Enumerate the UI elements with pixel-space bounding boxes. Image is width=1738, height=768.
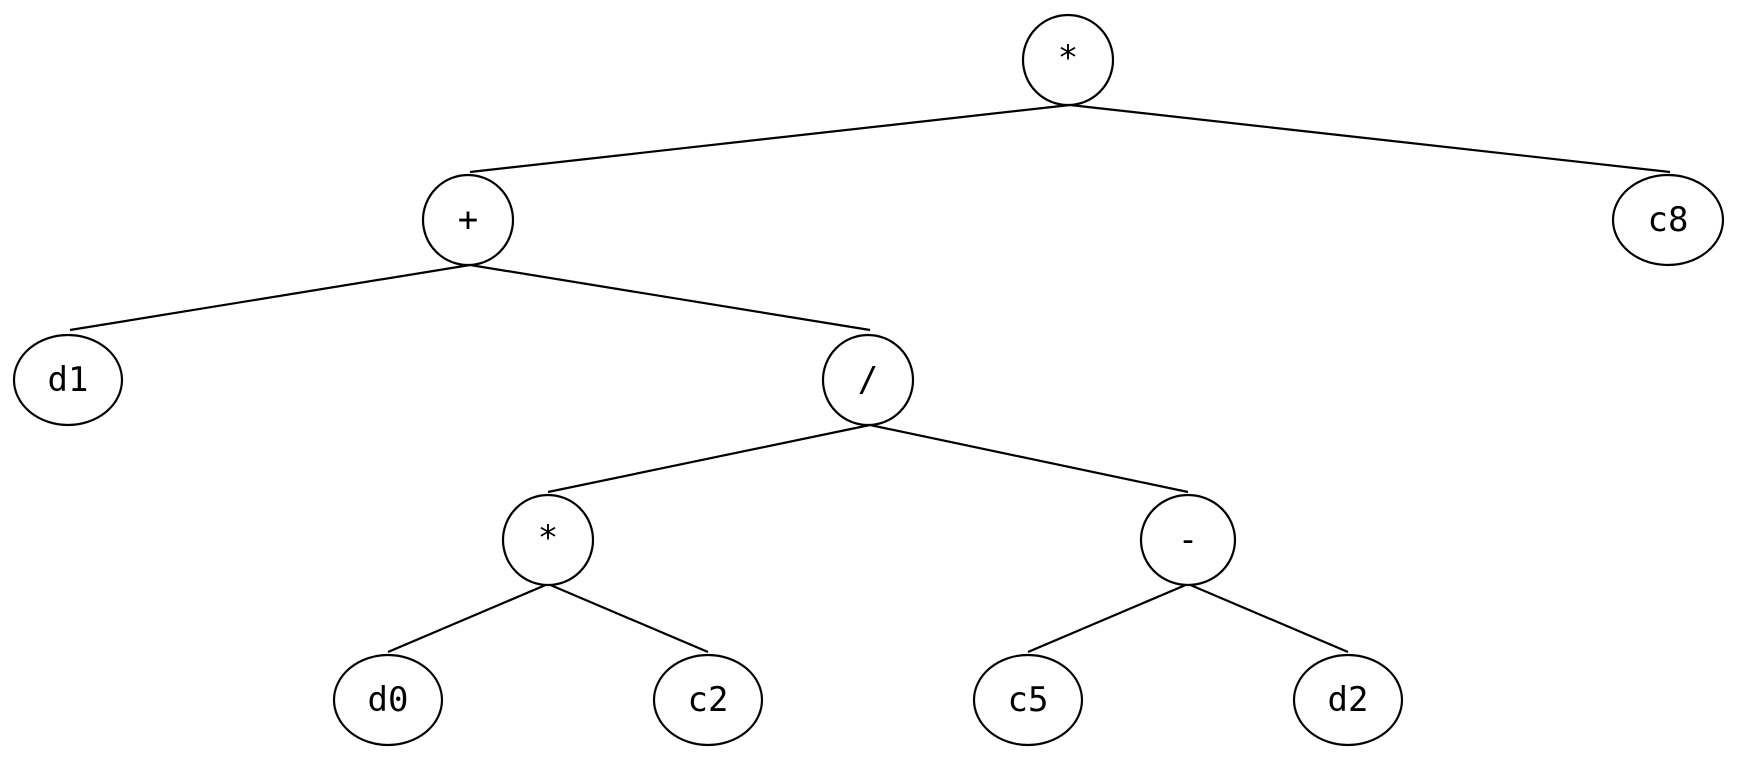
- node-c2-label: c2: [688, 680, 729, 720]
- node-mul: *: [501, 493, 595, 587]
- node-mul-label: *: [538, 518, 558, 558]
- node-mul-circle: [501, 493, 595, 587]
- edge-mul-c2: [547, 582, 709, 654]
- node-c8-label: c8: [1648, 200, 1689, 240]
- node-d1: d1: [12, 333, 124, 427]
- node-div-circle: [821, 333, 915, 427]
- node-plus-label: +: [458, 200, 478, 240]
- node-plus: +: [421, 173, 515, 267]
- node-d0: d0: [332, 653, 444, 747]
- node-minus: -: [1139, 493, 1237, 587]
- node-c5: c5: [972, 653, 1084, 747]
- edge-div-mul: [547, 423, 871, 494]
- node-c2: c2: [652, 653, 764, 747]
- node-c2-circle: [652, 653, 764, 747]
- node-d2: d2: [1292, 653, 1404, 747]
- node-c5-circle: [972, 653, 1084, 747]
- edge-div-minus: [869, 423, 1189, 494]
- tree-nodes: * + c8 d1 / * - d0: [12, 13, 1725, 747]
- node-root-circle: [1021, 13, 1115, 107]
- edge-plus-d1: [69, 263, 471, 332]
- node-root-label: *: [1058, 38, 1078, 78]
- edge-root-plus: [469, 103, 1071, 174]
- edge-root-c8: [1069, 103, 1671, 174]
- node-minus-circle: [1139, 493, 1237, 587]
- node-d2-circle: [1292, 653, 1404, 747]
- node-c5-label: c5: [1008, 680, 1049, 720]
- edge-minus-c5: [1027, 582, 1189, 654]
- node-d0-circle: [332, 653, 444, 747]
- node-d2-label: d2: [1328, 680, 1369, 720]
- node-c8-circle: [1611, 173, 1725, 267]
- node-minus-label: -: [1178, 520, 1198, 560]
- node-d1-label: d1: [48, 360, 89, 400]
- tree-edges: [69, 103, 1671, 654]
- node-div-label: /: [858, 360, 878, 400]
- node-root: *: [1021, 13, 1115, 107]
- node-div: /: [821, 333, 915, 427]
- node-c8: c8: [1611, 173, 1725, 267]
- node-d0-label: d0: [368, 680, 409, 720]
- edge-minus-d2: [1187, 582, 1349, 654]
- node-plus-circle: [421, 173, 515, 267]
- node-d1-circle: [12, 333, 124, 427]
- edge-mul-d0: [387, 582, 549, 654]
- edge-plus-div: [469, 263, 871, 332]
